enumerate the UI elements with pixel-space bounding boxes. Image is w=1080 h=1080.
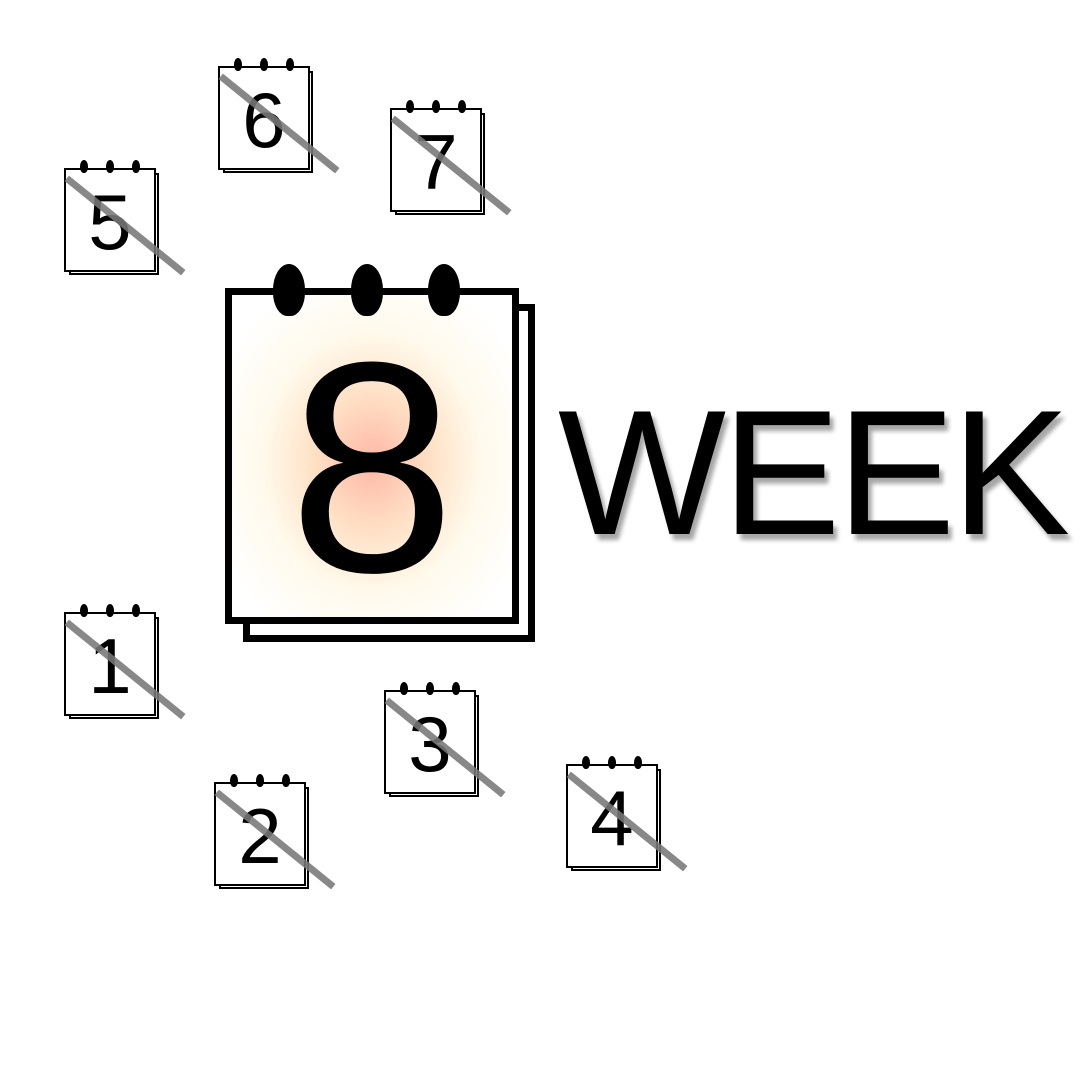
binder-ring-icon [106, 160, 114, 173]
calendar-icon-week-7: 7 [388, 100, 512, 220]
binder-ring-icon [80, 160, 88, 173]
binder-ring-icon [234, 58, 242, 71]
binder-ring-icon [351, 264, 383, 316]
binder-ring-icon [608, 756, 616, 769]
calendar-icon-week-5: 5 [62, 160, 186, 280]
binder-ring-icon [132, 604, 140, 617]
binder-ring-icon [80, 604, 88, 617]
calendar-icon-week-6: 6 [216, 58, 340, 178]
week-label: WEEK [558, 373, 1070, 572]
binder-ring-icon [426, 682, 434, 695]
calendar-icon-week-3: 3 [382, 682, 506, 802]
binder-ring-icon [260, 58, 268, 71]
binder-ring-icon [132, 160, 140, 173]
binder-ring-icon [452, 682, 460, 695]
calendar-icon-week-1: 1 [62, 604, 186, 724]
binder-ring-icon [634, 756, 642, 769]
current-week-calendar-icon: 8 [225, 262, 545, 646]
calendar-front-page [225, 288, 519, 624]
calendar-icon-week-2: 2 [212, 774, 336, 894]
binder-ring-icon [286, 58, 294, 71]
binder-ring-icon [106, 604, 114, 617]
current-week-number: 8 [288, 299, 456, 635]
calendar-front-page [64, 612, 156, 716]
binder-ring-icon [273, 264, 305, 316]
binder-ring-icon [256, 774, 264, 787]
binder-ring-icon [458, 100, 466, 113]
binder-ring-icon [406, 100, 414, 113]
binder-ring-icon [230, 774, 238, 787]
binder-ring-icon [282, 774, 290, 787]
binder-ring-icon [582, 756, 590, 769]
binder-ring-icon [432, 100, 440, 113]
binder-ring-icon [428, 264, 460, 316]
binder-ring-icon [400, 682, 408, 695]
calendar-icon-week-4: 4 [564, 756, 688, 876]
